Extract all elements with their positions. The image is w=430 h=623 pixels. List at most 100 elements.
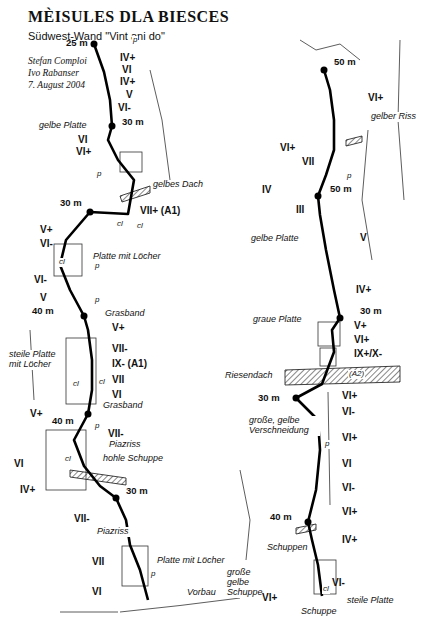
grade-label: VI- <box>342 406 355 417</box>
grade-label: VII+ (A1) <box>140 205 180 216</box>
pitch-length: 40 m <box>52 416 74 426</box>
grade-label: VII <box>112 374 124 385</box>
grade-label: VII- <box>74 513 90 524</box>
crux-box <box>120 152 142 172</box>
grade-label: VI+ <box>354 334 369 345</box>
pitch-length: 40 m <box>32 306 54 316</box>
grade-label: IV <box>262 184 271 195</box>
grade-label: VI- <box>34 274 47 285</box>
grade-label: VI <box>14 458 23 469</box>
grade-label: VI- <box>118 102 131 113</box>
belay-dot <box>113 495 120 502</box>
feature-name: steile Platte mit Löcher <box>8 350 60 370</box>
feature-name: gelbes Dach <box>152 180 204 190</box>
gear-mark: p <box>94 422 100 431</box>
grade-label: VI <box>342 458 351 469</box>
gear-mark: p <box>346 172 352 181</box>
gear-mark: cl <box>72 380 80 389</box>
roof-hatch <box>346 136 362 146</box>
feature-name: Piazriss <box>108 440 142 450</box>
feature-name: Schuppe <box>300 607 338 617</box>
route-line <box>296 70 340 596</box>
feature-name: hohle Schuppe <box>102 454 164 464</box>
grade-label: VI+ <box>368 92 383 103</box>
grade-label: VI+ <box>280 142 295 153</box>
feature-name: Riesendach <box>224 371 274 381</box>
pitch-length: 40 m <box>270 512 292 522</box>
feature-name: gelbe Platte <box>250 234 300 244</box>
grade-label: VI+ <box>342 506 357 517</box>
belay-dot <box>337 315 344 322</box>
gear-mark: cl <box>98 378 106 387</box>
grade-label: VI- <box>342 482 355 493</box>
feature-name: steile Platte <box>346 596 395 606</box>
feature-name: Vorbau <box>186 588 217 598</box>
grade-label: IX- (A1) <box>112 358 147 369</box>
grade-label: V+ <box>30 408 43 419</box>
grade-label: VI- <box>332 577 345 588</box>
gear-mark: p <box>94 262 100 271</box>
grade-label: VI+ <box>342 432 357 443</box>
rock-outline <box>150 70 170 180</box>
grade-label: VII- <box>112 343 128 354</box>
feature-name: gelbe Platte <box>38 121 88 131</box>
feature-name: Grasband <box>104 309 146 319</box>
crux-box <box>318 322 340 346</box>
crux-box <box>54 244 82 276</box>
pitch-length: 50 m <box>334 57 356 67</box>
grade-label: VI <box>92 586 101 597</box>
belay-dot <box>109 123 116 130</box>
grade-label: VI <box>122 64 131 75</box>
feature-name: große, gelbe Verschneidung <box>248 416 320 436</box>
feature-name: gelber Riss <box>370 112 417 122</box>
pitch-length: 25 m <box>66 38 88 48</box>
belay-dot <box>293 395 300 402</box>
grade-label: V+ <box>112 322 125 333</box>
gear-mark: cl <box>58 258 66 267</box>
author-note: 7. August 2004 <box>28 80 85 90</box>
gear-mark: p <box>132 36 138 45</box>
gear-mark: cl <box>64 455 72 464</box>
pitch-length: 30 m <box>258 393 280 403</box>
grade-label: V+ <box>354 320 367 331</box>
feature-name: Platte mit Löcher <box>92 252 162 262</box>
belay-dot <box>87 209 94 216</box>
grade-label: VII <box>92 556 104 567</box>
grade-label: VI- <box>40 238 53 249</box>
gear-mark: p <box>94 296 100 305</box>
ground-line <box>120 598 240 612</box>
gear-mark: (A2) <box>348 370 365 379</box>
feature-name: graue Platte <box>252 315 303 325</box>
grade-label: IV+ <box>120 76 135 87</box>
crux-box <box>46 430 86 490</box>
pitch-length: 30 m <box>60 198 82 208</box>
feature-name: Grasband <box>102 401 144 411</box>
gear-mark: cl <box>136 222 144 231</box>
feature-name: große gelbe Schuppe <box>226 568 268 598</box>
author-note: Ivo Rabanser <box>28 68 79 78</box>
grade-label: IV+ <box>356 284 371 295</box>
flake-hatch <box>296 524 316 534</box>
pitch-length: 30 m <box>126 486 148 496</box>
grade-label: IV+ <box>120 52 135 63</box>
grade-label: VI+ <box>342 390 357 401</box>
grade-label: V <box>126 89 133 100</box>
gear-mark: cl <box>322 585 330 594</box>
feature-name: Platte mit Löcher <box>156 556 226 566</box>
grade-label: V+ <box>40 224 53 235</box>
belay-dot <box>315 193 322 200</box>
roof-hatch <box>120 186 150 202</box>
grade-label: III <box>296 204 304 215</box>
roof-hatch <box>285 366 400 385</box>
grade-label: IV+ <box>20 484 35 495</box>
grade-label: IX+/X- <box>354 348 382 359</box>
grade-label: V <box>360 232 367 243</box>
subtitle: Südwest-Wand "Vint ani do" <box>28 30 165 42</box>
grade-label: VI <box>78 134 87 145</box>
pitch-length: 30 m <box>360 306 382 316</box>
belay-dot <box>85 411 92 418</box>
author-note: Stefan Comploi <box>28 56 87 66</box>
belay-dot <box>81 313 88 320</box>
gear-mark: cl <box>116 220 124 229</box>
grade-label: VI+ <box>76 146 91 157</box>
